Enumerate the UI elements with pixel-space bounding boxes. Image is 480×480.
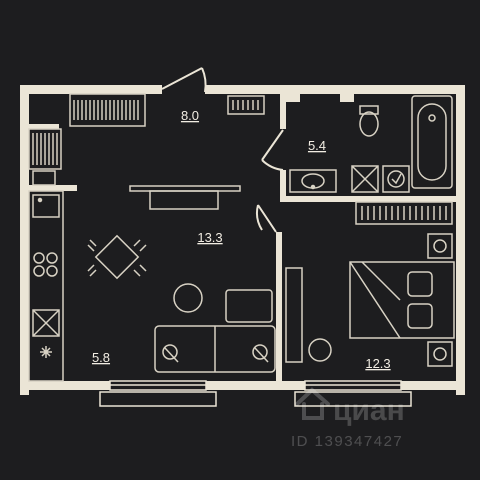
kitchen-cabinets: [28, 128, 64, 382]
interior-walls: [29, 94, 456, 382]
watermark: циан ID 139347427: [291, 387, 405, 450]
living-area-label: 13.3: [197, 230, 222, 245]
corridor-area-label: 8.0: [181, 108, 199, 123]
bedroom-furniture: [285, 201, 455, 367]
watermark-id: ID 139347427: [291, 433, 403, 450]
entrance-door: [161, 67, 207, 93]
bedroom-door: [256, 204, 277, 233]
watermark-brand: циан: [333, 394, 405, 427]
living-furniture: [87, 185, 276, 373]
cian-house-icon: [295, 387, 330, 420]
bathroom-area-label: 5.4: [308, 138, 326, 153]
corridor-radiator: [227, 95, 265, 115]
kitchen-area-label: 5.8: [92, 350, 110, 365]
bathroom-fixtures: [289, 95, 453, 193]
outer-walls: [20, 85, 465, 395]
windows: [99, 380, 412, 407]
bedroom-area-label: 12.3: [365, 356, 390, 371]
corridor-wardrobe: [69, 93, 146, 127]
bathroom-door: [261, 129, 284, 171]
